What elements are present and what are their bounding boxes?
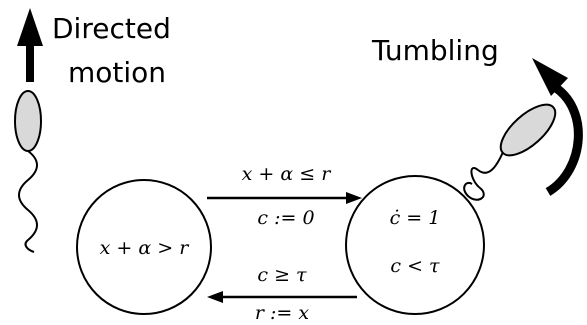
transition-arrow-top bbox=[207, 192, 362, 204]
state-circle-left bbox=[76, 179, 212, 315]
up-arrow-icon bbox=[17, 8, 43, 82]
rotate-arrow-icon bbox=[532, 58, 583, 196]
top-reset-label: c := 0 bbox=[257, 207, 314, 229]
state-left-label: x + α > r bbox=[100, 237, 191, 259]
state-right-invariant-label: c < τ bbox=[390, 255, 440, 277]
directed-label: Directed bbox=[52, 12, 171, 45]
top-guard-label: x + α ≤ r bbox=[242, 163, 333, 185]
motion-label: motion bbox=[68, 56, 166, 89]
bottom-guard-label: c ≥ τ bbox=[257, 264, 307, 286]
bottom-reset-label: r := x bbox=[255, 302, 309, 324]
state-circle-right bbox=[345, 175, 485, 315]
tumbling-label: Tumbling bbox=[371, 34, 499, 67]
state-right-rate-label: ċ = 1 bbox=[390, 207, 441, 229]
bacterium-directed-icon bbox=[14, 90, 42, 253]
transition-arrow-bottom bbox=[207, 291, 357, 303]
bacterium-tumbling-icon bbox=[463, 103, 557, 201]
